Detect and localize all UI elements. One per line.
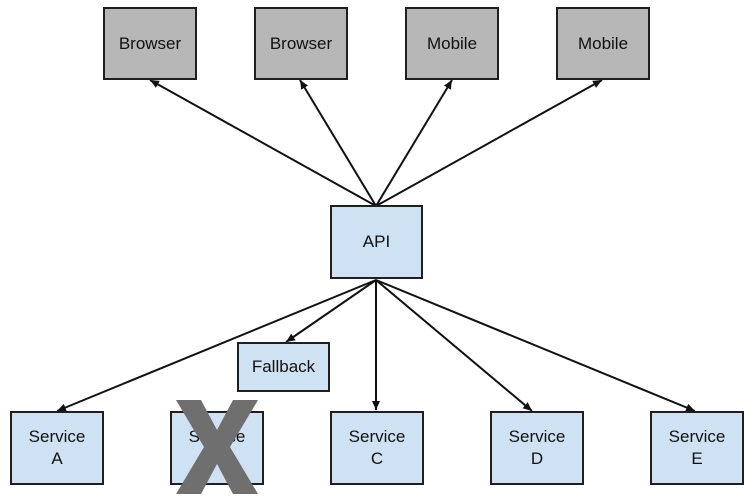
fallback-node: Fallback (237, 342, 330, 392)
service-e-node: Service E (650, 411, 744, 485)
service-e-label: Service E (668, 427, 726, 468)
service-b-label: Service B (188, 427, 246, 468)
service-c-label: Service C (348, 427, 406, 468)
arrow-api-to-browser-1 (149, 79, 377, 207)
browser-node-1-label: Browser (118, 33, 182, 53)
service-d-node: Service D (490, 411, 584, 485)
browser-node-2: Browser (254, 7, 348, 80)
arrow-api-to-mobile-1 (375, 79, 453, 207)
fallback-node-label: Fallback (251, 357, 316, 376)
mobile-node-1: Mobile (405, 7, 499, 80)
service-arrows (56, 279, 696, 412)
service-b-node: Service B (170, 411, 264, 485)
arrow-api-to-mobile-2 (375, 79, 603, 207)
arrow-api-to-service-d (375, 279, 533, 412)
browser-node-2-label: Browser (269, 33, 333, 53)
arrow-api-to-service-a (56, 279, 377, 412)
client-arrows (149, 79, 603, 207)
mobile-node-1-label: Mobile (426, 33, 478, 53)
arrow-api-to-browser-2 (299, 79, 377, 207)
browser-node-1: Browser (103, 7, 197, 80)
mobile-node-2-label: Mobile (577, 33, 629, 53)
service-a-node: Service A (10, 411, 104, 485)
service-d-label: Service D (508, 427, 566, 468)
service-c-node: Service C (330, 411, 424, 485)
service-a-label: Service A (28, 427, 86, 468)
api-node: API (330, 205, 423, 279)
api-node-label: API (362, 232, 391, 251)
mobile-node-2: Mobile (556, 7, 650, 80)
arrow-api-to-service-e (375, 279, 696, 412)
arrow-api-to-fallback (285, 279, 377, 343)
